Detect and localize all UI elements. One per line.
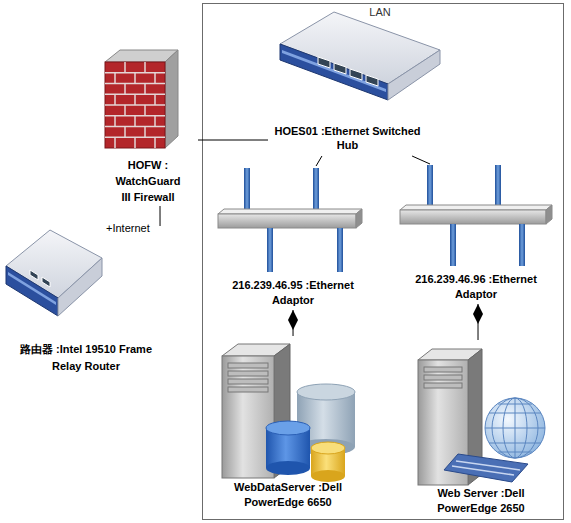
drive-bay bbox=[228, 379, 268, 384]
network-link bbox=[198, 140, 268, 141]
node-label: 216.239.46.96 :Ethernet Adaptor bbox=[403, 272, 549, 302]
edge-label: +Internet bbox=[106, 222, 150, 234]
adaptor-post bbox=[495, 165, 501, 210]
router-port bbox=[42, 277, 50, 287]
node-label: Web Server :Dell PowerEdge 2650 bbox=[421, 486, 541, 516]
globe-grid bbox=[485, 398, 545, 458]
adaptor-node: 216.239.46.96 :Ethernet Adaptor bbox=[396, 164, 556, 304]
adaptor-post bbox=[450, 224, 456, 266]
wall-front bbox=[105, 62, 165, 148]
keyboard bbox=[444, 454, 528, 482]
adaptor-post bbox=[427, 165, 433, 210]
switch-port bbox=[350, 69, 362, 80]
network-link bbox=[293, 310, 294, 336]
web-server-icon bbox=[418, 349, 545, 485]
adaptor-icon bbox=[400, 165, 552, 266]
storage-cylinder-top bbox=[266, 421, 310, 435]
storage-cylinder-top bbox=[311, 442, 345, 454]
network-link bbox=[160, 206, 161, 226]
router-stripe bbox=[8, 272, 56, 305]
network-zone: LAN HOES01 :Ethernet Switched Hub 216.239.… bbox=[202, 3, 564, 520]
network-link bbox=[478, 304, 479, 340]
drive-bay bbox=[424, 367, 462, 372]
router-port bbox=[30, 270, 38, 280]
adaptor-post bbox=[313, 168, 319, 214]
switch-node: HOES01 :Ethernet Switched Hub bbox=[268, 8, 442, 156]
keyboard-keys bbox=[452, 461, 520, 475]
router-side bbox=[58, 258, 102, 316]
drive-bay bbox=[228, 371, 268, 376]
switch-stripe bbox=[282, 50, 386, 92]
switch-port bbox=[318, 57, 330, 68]
node-label: HOFW : WatchGuard III Firewall bbox=[110, 157, 186, 205]
adaptor-post bbox=[267, 228, 273, 272]
adaptor-bar-end bbox=[356, 209, 362, 228]
adaptor-bar-end bbox=[546, 205, 552, 224]
network-link bbox=[412, 156, 430, 164]
router-icon bbox=[6, 230, 102, 316]
server-node: WebDataServer :Dell PowerEdge 6650 bbox=[214, 336, 362, 510]
wall-side bbox=[165, 50, 178, 148]
node-label: 路由器 :Intel 19510 Frame Relay Router bbox=[11, 341, 161, 375]
adaptor-bar bbox=[400, 210, 546, 224]
database-server-icon bbox=[222, 344, 355, 482]
storage-cylinder-top bbox=[297, 384, 355, 400]
firewall-icon bbox=[105, 50, 178, 148]
network-link bbox=[316, 156, 322, 166]
adaptor-post bbox=[244, 168, 250, 214]
node-label: HOES01 :Ethernet Switched Hub bbox=[270, 124, 425, 152]
switch-icon bbox=[280, 12, 440, 100]
drive-bay bbox=[424, 383, 462, 388]
router-front bbox=[6, 266, 58, 316]
switch-front bbox=[280, 44, 388, 100]
server-node: Web Server :Dell PowerEdge 2650 bbox=[410, 340, 552, 516]
storage-cylinder-base bbox=[266, 461, 310, 475]
brick-mortar bbox=[105, 62, 165, 148]
switch-port bbox=[334, 63, 346, 74]
firewall-node: HOFW : WatchGuard III Firewall bbox=[98, 50, 198, 206]
storage-cylinder-base bbox=[311, 470, 345, 482]
switch-side bbox=[388, 50, 440, 100]
switch-port bbox=[366, 75, 378, 86]
globe bbox=[485, 398, 545, 458]
adaptor-post bbox=[519, 224, 525, 266]
drive-bay bbox=[228, 363, 268, 368]
drive-bay bbox=[424, 375, 462, 380]
adaptor-bar-top bbox=[218, 209, 362, 214]
drive-bay bbox=[228, 387, 268, 392]
node-label: LAN bbox=[355, 6, 405, 19]
adaptor-node: 216.239.46.95 :Ethernet Adaptor bbox=[214, 166, 372, 310]
adaptor-post bbox=[337, 228, 343, 272]
node-label: 216.239.46.95 :Ethernet Adaptor bbox=[220, 278, 366, 308]
router-node: 路由器 :Intel 19510 Frame Relay Router bbox=[4, 226, 170, 376]
adaptor-bar bbox=[218, 214, 356, 228]
adaptor-icon bbox=[218, 168, 362, 272]
node-label: WebDataServer :Dell PowerEdge 6650 bbox=[223, 480, 353, 510]
adaptor-bar-top bbox=[400, 205, 552, 210]
